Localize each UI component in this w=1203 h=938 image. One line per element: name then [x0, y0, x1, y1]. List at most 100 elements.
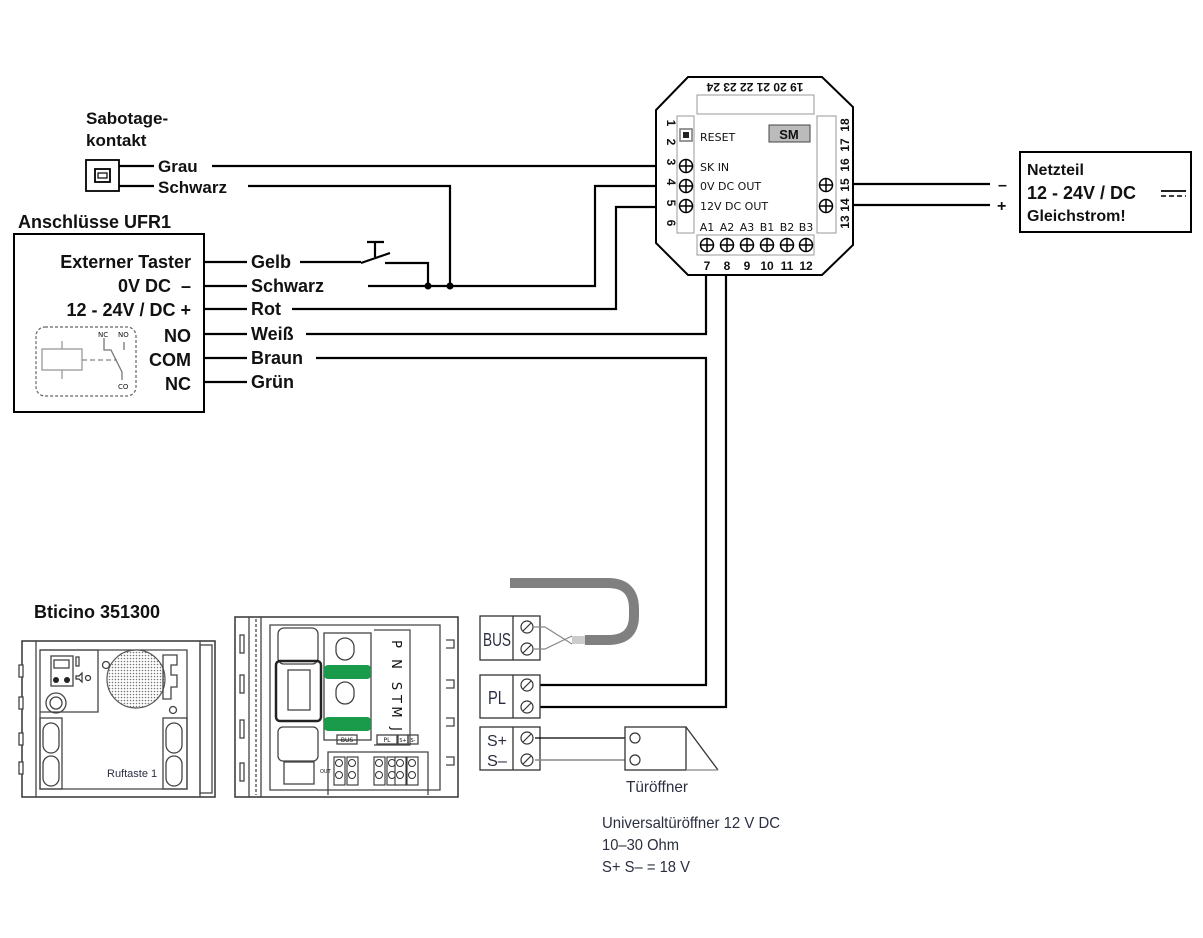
terminal-label-b3: B3	[799, 221, 814, 234]
screw-terminal-icon	[818, 177, 834, 193]
door-opener-spec-2: 10–30 Ohm	[602, 837, 679, 854]
call-button-left-top[interactable]	[42, 722, 60, 754]
pin-2: 2	[664, 139, 678, 146]
relay-label-co: CO	[118, 383, 129, 391]
ufr1-terminal-12-24v: 12 - 24V / DC +	[66, 300, 191, 320]
pin-3: 3	[664, 159, 678, 166]
pin-18: 18	[838, 118, 852, 132]
terminal-label-s-plus: S+	[487, 733, 507, 750]
door-opener-spec-3: S+ S– = 18 V	[602, 859, 690, 876]
pin-4: 4	[664, 179, 678, 186]
dc-symbol-icon	[1161, 190, 1186, 197]
left-terminal-strip	[676, 115, 695, 234]
sabotage-title-line2: kontakt	[86, 131, 147, 150]
wire-label-grau: Grau	[158, 157, 198, 176]
right-terminal-strip	[816, 115, 837, 234]
pin-9: 9	[744, 259, 751, 273]
wire-braun	[316, 356, 708, 687]
module-top-pins: 19 20 21 22 23 24	[706, 80, 803, 94]
slotted-screw-icon	[520, 753, 534, 767]
pin-17: 17	[838, 138, 852, 152]
pin-14: 14	[838, 198, 852, 212]
rear-connector-icon	[346, 756, 359, 786]
pin-15: 15	[838, 178, 852, 192]
dip-letter: N	[388, 659, 403, 669]
dip-letter: J	[388, 726, 403, 731]
wire-schwarz-0v	[368, 184, 656, 288]
dip-display-icon	[274, 659, 323, 723]
wire-label-gelb: Gelb	[251, 252, 291, 272]
screw-terminal-icon	[678, 158, 694, 174]
ufr1-title: Anschlüsse UFR1	[18, 212, 171, 232]
netzteil-minus-label: –	[998, 177, 1007, 194]
wire-label-braun: Braun	[251, 348, 303, 368]
terminal-label-b1: B1	[760, 221, 775, 234]
power-supply: Netzteil 12 - 24V / DC Gleichstrom!	[1019, 151, 1192, 233]
wire-pin8-pl	[536, 275, 728, 709]
terminal-label-bus: BUS	[483, 630, 511, 650]
wire-weiss	[306, 275, 708, 336]
pin-6: 6	[664, 220, 678, 227]
speaker-grille-icon	[106, 649, 166, 709]
sm-indicator	[768, 124, 811, 143]
dc-out-0v-label: 0V DC OUT	[700, 180, 761, 193]
bticino-title: Bticino 351300	[34, 602, 160, 622]
reset-label: RESET	[700, 131, 736, 144]
relay-icon: NC NO CO	[35, 326, 137, 397]
wire-schwarz-sabotage	[248, 184, 452, 286]
ufr1-terminal-no: NO	[164, 326, 191, 346]
dip-letter: T	[388, 694, 403, 703]
screw-terminal-icon	[759, 237, 775, 253]
door-opener-label: Türöffner	[626, 779, 689, 796]
pin-7: 7	[704, 259, 711, 273]
wire-label-weiss: Weiß	[251, 324, 294, 344]
wire-label-schwarz: Schwarz	[251, 276, 324, 296]
bottom-terminal-strip	[696, 234, 815, 256]
screw-terminal-icon	[779, 237, 795, 253]
terminal-blocks: BUS PL S+ S– Türöffner Universaltüröffne…	[479, 578, 780, 876]
slotted-screw-icon	[520, 642, 534, 656]
slotted-screw-icon	[520, 620, 534, 634]
screw-terminal-icon	[678, 198, 694, 214]
screw-terminal-icon	[678, 178, 694, 194]
wire-label-rot: Rot	[251, 299, 281, 319]
wire-rot	[292, 205, 656, 311]
terminal-label-pl: PL	[488, 688, 506, 708]
netzteil-title: Netzteil	[1027, 162, 1084, 179]
ufr1-terminal-com: COM	[149, 350, 191, 370]
junction-dot	[424, 282, 432, 290]
pin-10: 10	[760, 259, 774, 273]
camera-icon	[50, 655, 74, 687]
rear-connector-icon	[394, 756, 407, 786]
jumper-green-1	[324, 665, 371, 679]
ufr1-terminal-0v: 0V DC –	[118, 276, 191, 296]
terminal-label-a3: A3	[740, 221, 755, 234]
sabotage-switch-inner-icon	[94, 168, 111, 183]
pin-12: 12	[799, 259, 813, 273]
screw-terminal-icon	[699, 237, 715, 253]
slotted-screw-icon	[520, 678, 534, 692]
screw-terminal-icon	[719, 237, 735, 253]
jumper-green-2	[324, 717, 371, 731]
dip-letter: M	[388, 706, 403, 717]
netzteil-voltage: 12 - 24V / DC	[1027, 183, 1136, 203]
rear-connector-icon	[333, 756, 346, 786]
ufr1-connections: Anschlüsse UFR1 Externer Taster 0V DC – …	[13, 212, 324, 413]
dc-out-12v-label: 12V DC OUT	[700, 200, 768, 213]
bticino-front-panel: Bticino 351300 Ruftaste 1	[18, 602, 216, 798]
rear-label-bus: BUS	[341, 737, 354, 744]
sabotage-title-line1: Sabotage-	[86, 109, 168, 128]
screw-terminal-icon	[739, 237, 755, 253]
call-button-label: Ruftaste 1	[107, 768, 157, 780]
call-button-right-bottom[interactable]	[165, 755, 183, 787]
slotted-screw-icon	[520, 731, 534, 745]
call-button-left-bottom[interactable]	[42, 755, 60, 787]
door-opener-icon	[624, 726, 719, 771]
terminal-label-s-minus: S–	[487, 753, 507, 770]
screw-terminal-icon	[798, 237, 814, 253]
sabotage-contact: Sabotage- kontakt Grau Schwarz	[85, 109, 227, 197]
power-supply-box	[1019, 151, 1192, 233]
call-button-right-top[interactable]	[165, 722, 183, 754]
